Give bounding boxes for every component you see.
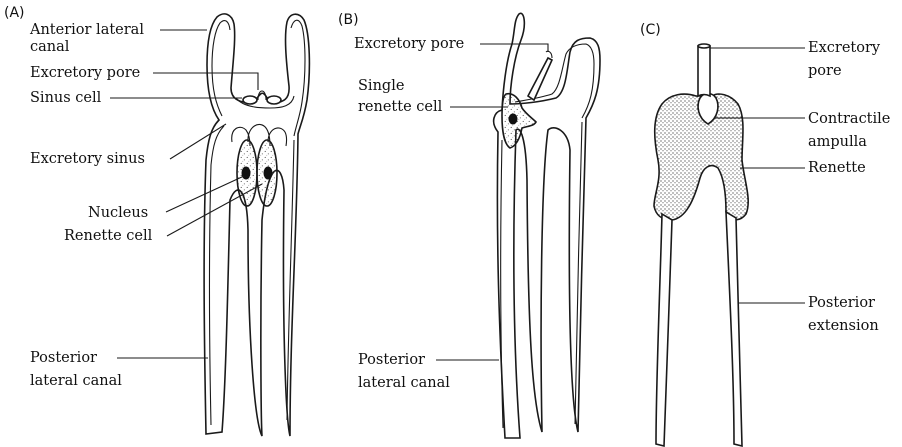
panel-c-label-contractile-ampulla: Contractile ampulla [808, 111, 895, 150]
panel-a-leader-excretory-pore [153, 73, 258, 90]
panel-a-label-excretory-sinus: Excretory sinus [30, 151, 145, 167]
panel-a-label-anterior-lateral-canal: Anterior lateral canal [29, 22, 149, 55]
panel-b-excretory-pore-duct [528, 58, 552, 100]
panel-b-excretory-pore-tip [546, 51, 552, 58]
panel-c-label-posterior-extension: Posterior extension [808, 295, 880, 334]
panel-b-label-posterior-lateral-canal: Posterior lateral canal [358, 352, 450, 391]
panel-b: (B) Excretory pore Single renette cell P… [338, 12, 600, 438]
panel-a-nucleus-left [242, 167, 251, 180]
panel-c-label-renette: Renette [808, 160, 866, 176]
panel-a-label-nucleus: Nucleus [88, 205, 148, 221]
panel-b-canal-outline [494, 13, 600, 438]
panel-a-sinus-cell-right [267, 96, 281, 104]
panel-a-canal-outline [204, 14, 309, 436]
panel-b-letter: (B) [338, 12, 359, 28]
panel-c-label-excretory-pore: Excretory pore [808, 40, 885, 79]
panel-a-letter: (A) [4, 5, 25, 21]
panel-a-label-sinus-cell: Sinus cell [30, 90, 102, 106]
panel-c: (C) Excretory pore Contractile ampulla R… [640, 22, 895, 446]
panel-b-label-excretory-pore: Excretory pore [354, 36, 464, 52]
panel-a-label-excretory-pore: Excretory pore [30, 65, 140, 81]
panel-c-letter: (C) [640, 22, 661, 38]
panel-b-nucleus [509, 114, 518, 125]
panel-c-excretory-pore-tube [698, 46, 710, 96]
panel-a-nucleus-right [264, 167, 273, 180]
panel-a-label-renette-cell: Renette cell [64, 228, 153, 244]
panel-a-label-posterior-lateral-canal: Posterior lateral canal [30, 350, 122, 389]
panel-c-posterior-extension-left [656, 214, 672, 446]
panel-a: (A) Anterior lateral canal Excretory por… [4, 5, 309, 436]
panel-c-posterior-extension-right [726, 212, 742, 446]
panel-c-excretory-pore-opening [698, 44, 710, 48]
panel-a-sinus-cell-left [243, 96, 257, 104]
panel-b-label-single-renette-cell: Single renette cell [358, 78, 443, 115]
